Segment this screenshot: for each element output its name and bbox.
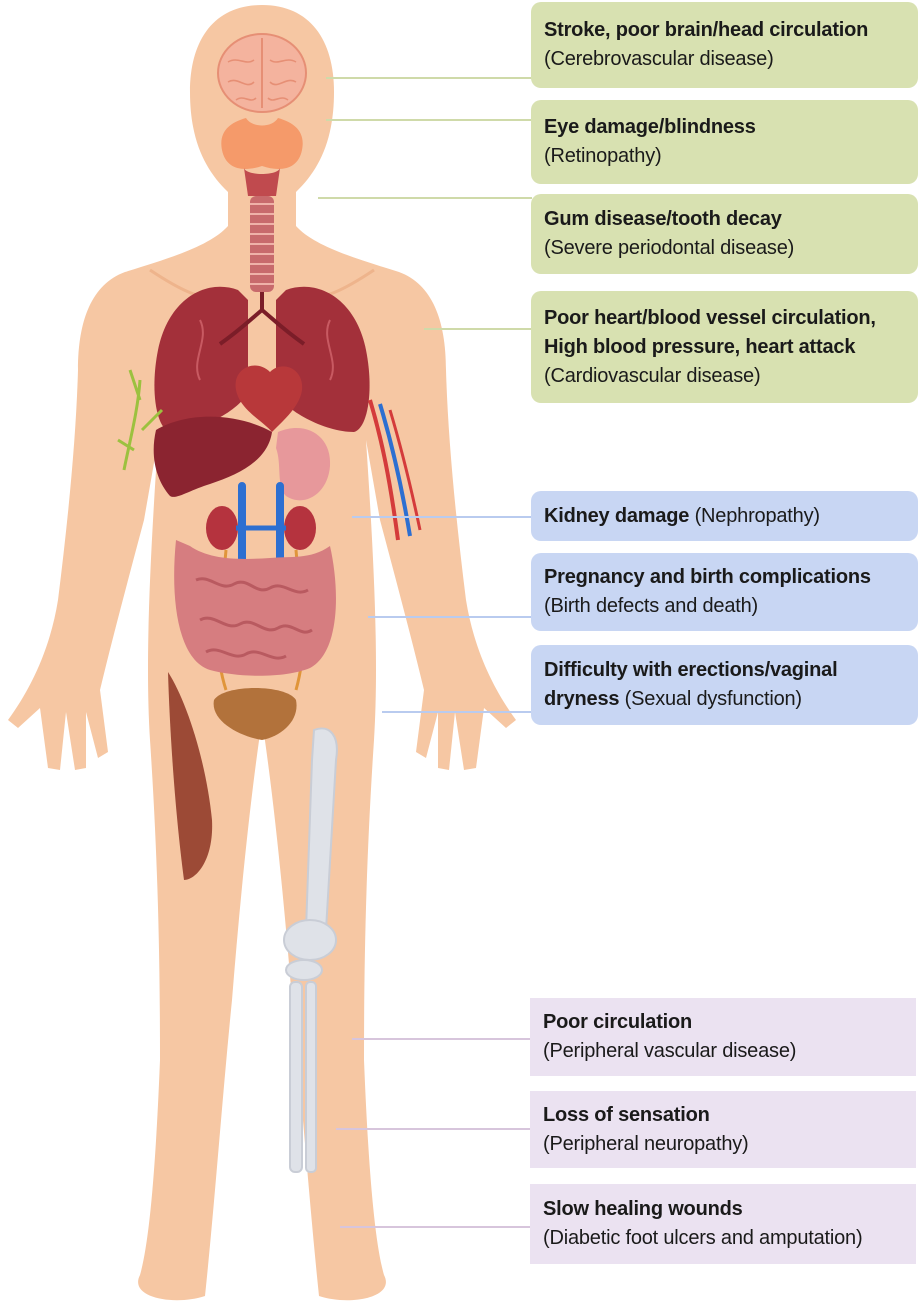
connector-line — [352, 1038, 530, 1040]
connector-line — [336, 1128, 530, 1130]
connector-line — [382, 711, 532, 713]
callout-cerebrovascular: Stroke, poor brain/head circulation (Cer… — [531, 2, 918, 88]
callout-line: Slow healing wounds — [543, 1195, 908, 1224]
connector-line — [340, 1226, 530, 1228]
callout-line: dryness (Sexual dysfunction) — [544, 685, 910, 714]
intestines-icon — [174, 540, 336, 676]
callout-line: High blood pressure, heart attack — [544, 333, 910, 362]
callout-line: Stroke, poor brain/head circulation — [544, 16, 910, 45]
callout-retinopathy: Eye damage/blindness (Retinopathy) — [531, 100, 918, 184]
callout-line: (Cerebrovascular disease) — [544, 45, 910, 74]
brain-icon — [218, 34, 306, 112]
callout-foot-ulcers: Slow healing wounds (Diabetic foot ulcer… — [530, 1184, 916, 1264]
callout-line: Poor circulation — [543, 1008, 908, 1037]
connector-line — [424, 328, 532, 330]
callout-line: Gum disease/tooth decay — [544, 205, 910, 234]
callout-pregnancy: Pregnancy and birth complications (Birth… — [531, 553, 918, 631]
callout-line: Loss of sensation — [543, 1101, 908, 1130]
callout-line: (Retinopathy) — [544, 142, 910, 171]
callout-line: (Diabetic foot ulcers and amputation) — [543, 1224, 908, 1253]
callout-neuropathy: Loss of sensation (Peripheral neuropathy… — [530, 1091, 916, 1168]
connector-line — [352, 516, 532, 518]
callout-line: (Cardiovascular disease) — [544, 362, 910, 391]
callout-line: (Peripheral neuropathy) — [543, 1130, 908, 1159]
callout-cardiovascular: Poor heart/blood vessel circulation, Hig… — [531, 291, 918, 403]
callout-line: Poor heart/blood vessel circulation, — [544, 304, 910, 333]
connector-line — [318, 197, 532, 199]
callout-line: (Birth defects and death) — [544, 592, 910, 621]
callout-nephropathy: Kidney damage (Nephropathy) — [531, 491, 918, 541]
callout-line: Eye damage/blindness — [544, 113, 910, 142]
callout-sexual-dysfunction: Difficulty with erections/vaginal drynes… — [531, 645, 918, 725]
thyroid-gland-icon — [221, 118, 302, 169]
callout-periodontal: Gum disease/tooth decay (Severe periodon… — [531, 194, 918, 274]
connector-line — [326, 119, 532, 121]
callout-line: Kidney damage (Nephropathy) — [544, 502, 910, 531]
callout-line: (Severe periodontal disease) — [544, 234, 910, 263]
callout-line: Pregnancy and birth complications — [544, 563, 910, 592]
connector-line — [368, 616, 532, 618]
callout-line: (Peripheral vascular disease) — [543, 1037, 908, 1066]
callout-line: Difficulty with erections/vaginal — [544, 656, 910, 685]
connector-line — [326, 77, 532, 79]
callout-peripheral-vascular: Poor circulation (Peripheral vascular di… — [530, 998, 916, 1076]
